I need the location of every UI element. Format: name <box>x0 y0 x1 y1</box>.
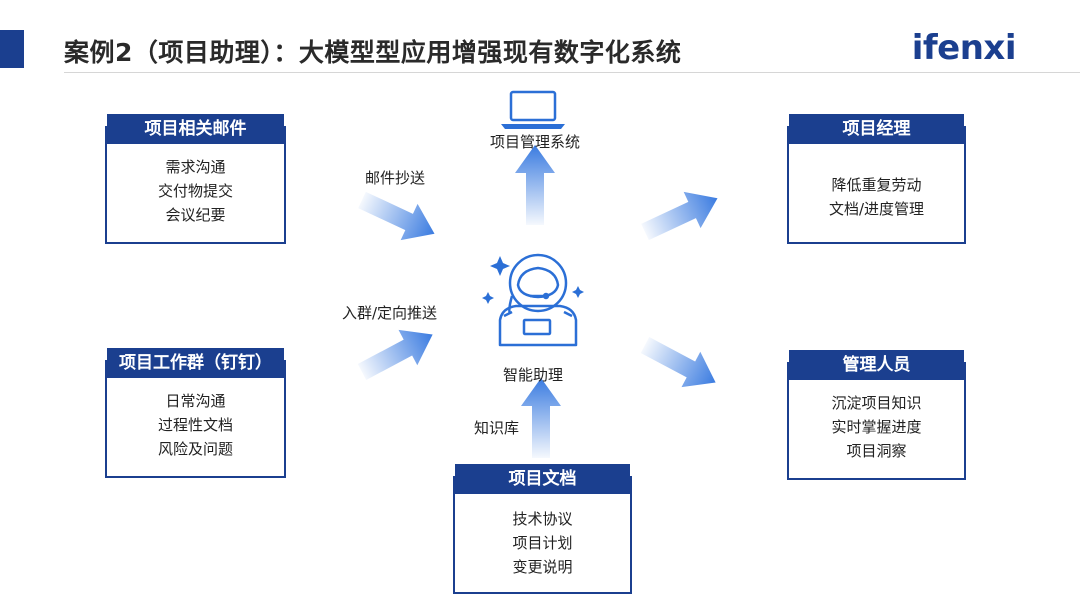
arrow-assistant-to-admin <box>635 327 726 401</box>
arrow-docs-to-assistant <box>521 378 561 458</box>
edge-label-group-push: 入群/定向推送 <box>342 304 438 322</box>
card-title: 项目经理 <box>789 114 964 144</box>
title-divider <box>64 72 1080 73</box>
card-title: 项目工作群（钉钉） <box>107 348 284 378</box>
list-item: 文档/进度管理 <box>828 200 925 218</box>
arrow-assistant-to-system <box>515 145 555 225</box>
card-title: 管理人员 <box>789 350 964 380</box>
edge-label-knowledge: 知识库 <box>474 419 520 437</box>
card-project-docs: 项目文档 技术协议 项目计划 变更说明 <box>453 464 632 594</box>
laptop-icon <box>501 90 565 129</box>
card-project-manager: 项目经理 降低重复劳动 文档/进度管理 <box>787 114 966 244</box>
edge-label-email-cc: 邮件抄送 <box>365 169 426 187</box>
list-item: 交付物提交 <box>157 182 233 200</box>
card-project-emails: 项目相关邮件 需求沟通 交付物提交 会议纪要 <box>105 114 286 244</box>
card-title: 项目相关邮件 <box>107 114 284 144</box>
card-title: 项目文档 <box>455 464 630 494</box>
brand-logo: ifenxi <box>911 28 1017 68</box>
sparkle-icon <box>482 256 584 304</box>
list-item: 需求沟通 <box>165 158 226 176</box>
list-item: 日常沟通 <box>165 392 226 410</box>
list-item: 变更说明 <box>512 558 573 576</box>
list-item: 实时掌握进度 <box>831 418 922 436</box>
card-items: 沉淀项目知识 实时掌握进度 项目洞察 <box>789 391 964 463</box>
list-item: 降低重复劳动 <box>831 176 922 194</box>
arrow-emails-to-assistant <box>353 181 443 252</box>
list-item: 项目洞察 <box>846 442 907 460</box>
page-title: 案例2（项目助理）：大模型型应用增强现有数字化系统 <box>64 38 682 67</box>
card-items: 日常沟通 过程性文档 风险及问题 <box>107 389 284 461</box>
card-items: 降低重复劳动 文档/进度管理 <box>789 173 964 221</box>
list-item: 技术协议 <box>512 510 573 528</box>
list-item: 沉淀项目知识 <box>831 394 922 412</box>
list-item: 过程性文档 <box>157 416 233 434</box>
list-item: 项目计划 <box>512 534 573 552</box>
card-items: 需求沟通 交付物提交 会议纪要 <box>107 155 284 227</box>
system-label: 项目管理系统 <box>490 133 581 151</box>
arrow-group-to-assistant <box>352 316 443 390</box>
card-items: 技术协议 项目计划 变更说明 <box>455 507 630 579</box>
title-accent-bar <box>0 30 24 68</box>
list-item: 会议纪要 <box>165 206 226 224</box>
list-item: 风险及问题 <box>157 440 233 458</box>
arrow-assistant-to-manager <box>636 180 726 251</box>
card-management-staff: 管理人员 沉淀项目知识 实时掌握进度 项目洞察 <box>787 350 966 480</box>
assistant-robot-icon <box>498 253 578 347</box>
assistant-label: 智能助理 <box>503 366 564 384</box>
card-project-group: 项目工作群（钉钉） 日常沟通 过程性文档 风险及问题 <box>105 348 286 478</box>
